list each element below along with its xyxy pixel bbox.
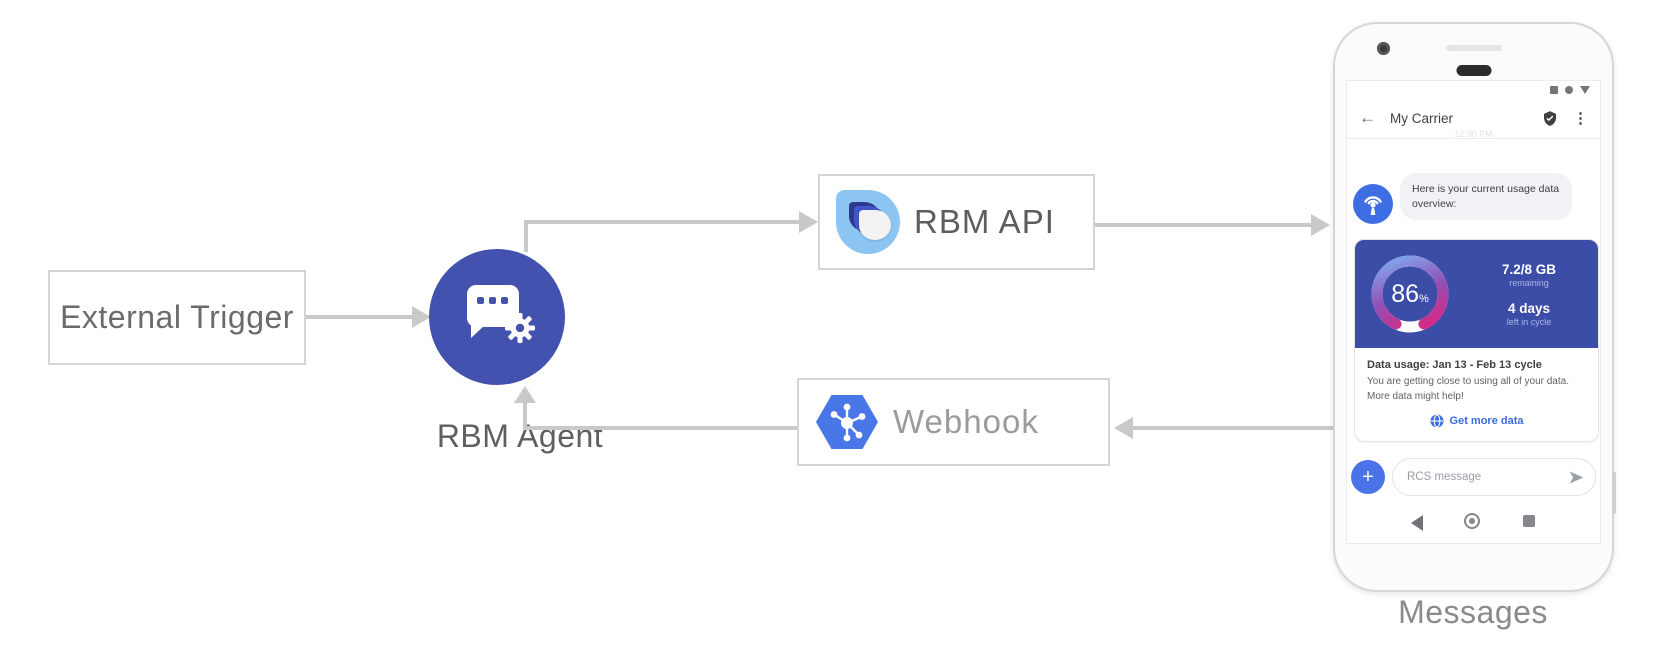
- verified-shield-icon: [1544, 110, 1556, 126]
- external-trigger-label: External Trigger: [60, 299, 294, 335]
- android-recents-button[interactable]: [1523, 515, 1535, 527]
- speaker-slot: [1445, 45, 1502, 51]
- status-bar: [1550, 86, 1590, 94]
- status-circle-icon: [1565, 86, 1573, 94]
- usage-percent: 86: [1391, 279, 1420, 308]
- arrow-webhook-to-agent-vertical: [523, 400, 527, 430]
- arrowhead-phone-to-webhook: [1114, 417, 1133, 439]
- app-bar: ← My Carrier ⋮: [1347, 98, 1600, 139]
- status-triangle-icon: [1580, 86, 1590, 94]
- phone-screen: ← My Carrier ⋮ 12:30 PM: [1346, 80, 1601, 544]
- arrowhead-agent-to-api: [799, 211, 818, 233]
- rbm-api-logo-icon: [836, 190, 900, 254]
- webhook-hexagon-icon: [815, 393, 879, 451]
- external-trigger-node: External Trigger: [48, 270, 306, 365]
- arrow-api-to-phone: [1095, 223, 1313, 227]
- webhook-node: Webhook: [797, 378, 1110, 466]
- arrowhead-api-to-phone: [1311, 214, 1330, 236]
- usage-card-title: Data usage: Jan 13 - Feb 13 cycle: [1367, 359, 1542, 371]
- conversation-title: My Carrier: [1390, 110, 1453, 126]
- rbm-agent-label: RBM Agent: [436, 418, 604, 454]
- front-camera: [1377, 42, 1390, 55]
- gear-icon: [505, 313, 535, 343]
- remaining-label: remaining: [1509, 277, 1549, 288]
- message-composer: [1392, 458, 1596, 496]
- rbm-agent-node: [429, 249, 565, 385]
- cycle-label: left in cycle: [1506, 316, 1552, 327]
- usage-card-header: 86 % 7.2/8 GB remaining 4 days left in c…: [1355, 240, 1598, 348]
- arrow-webhook-to-agent: [525, 426, 797, 430]
- usage-percent-unit: %: [1419, 293, 1429, 305]
- rcs-message-input[interactable]: [1407, 471, 1568, 483]
- usage-gauge: 86 %: [1367, 251, 1453, 337]
- overflow-menu-icon[interactable]: ⋮: [1573, 110, 1588, 127]
- usage-card-text: You are getting close to using all of yo…: [1367, 376, 1569, 402]
- carrier-avatar: [1353, 184, 1393, 224]
- arrow-agent-to-api: [524, 220, 800, 224]
- status-square-icon: [1550, 86, 1558, 94]
- android-home-button[interactable]: [1464, 513, 1480, 529]
- arrowhead-webhook-to-agent: [514, 386, 536, 403]
- phone-power-button: [1612, 472, 1616, 514]
- back-arrow-icon[interactable]: ←: [1359, 108, 1376, 127]
- android-back-button[interactable]: [1411, 515, 1423, 531]
- attach-plus-button[interactable]: +: [1351, 460, 1385, 494]
- send-icon[interactable]: [1568, 469, 1585, 486]
- earpiece: [1456, 65, 1491, 76]
- agent-message-bubble: Here is your current usage data overview…: [1400, 173, 1572, 221]
- usage-card-body: Data usage: Jan 13 - Feb 13 cycle You ar…: [1355, 348, 1598, 441]
- arrow-phone-to-webhook: [1133, 426, 1333, 430]
- arrow-trigger-to-agent: [306, 315, 414, 319]
- get-more-data-button[interactable]: Get more data: [1367, 414, 1586, 428]
- cycle-value: 4 days: [1507, 300, 1551, 316]
- usage-card: 86 % 7.2/8 GB remaining 4 days left in c…: [1354, 239, 1599, 442]
- message-timestamp: 12:30 PM: [1454, 129, 1493, 139]
- get-more-data-label: Get more data: [1449, 415, 1524, 427]
- antenna-icon: [1364, 196, 1382, 215]
- arrow-agent-to-api-vertical: [524, 222, 528, 252]
- globe-icon: [1430, 414, 1444, 428]
- phone-mockup: ← My Carrier ⋮ 12:30 PM: [1333, 22, 1616, 592]
- messages-caption: Messages: [1398, 594, 1548, 630]
- rbm-api-node: RBM API: [818, 174, 1095, 270]
- arrowhead-trigger-to-agent: [412, 306, 431, 328]
- remaining-value: 7.2/8 GB: [1501, 261, 1557, 277]
- webhook-label: Webhook: [893, 403, 1039, 440]
- rbm-api-label: RBM API: [914, 203, 1055, 240]
